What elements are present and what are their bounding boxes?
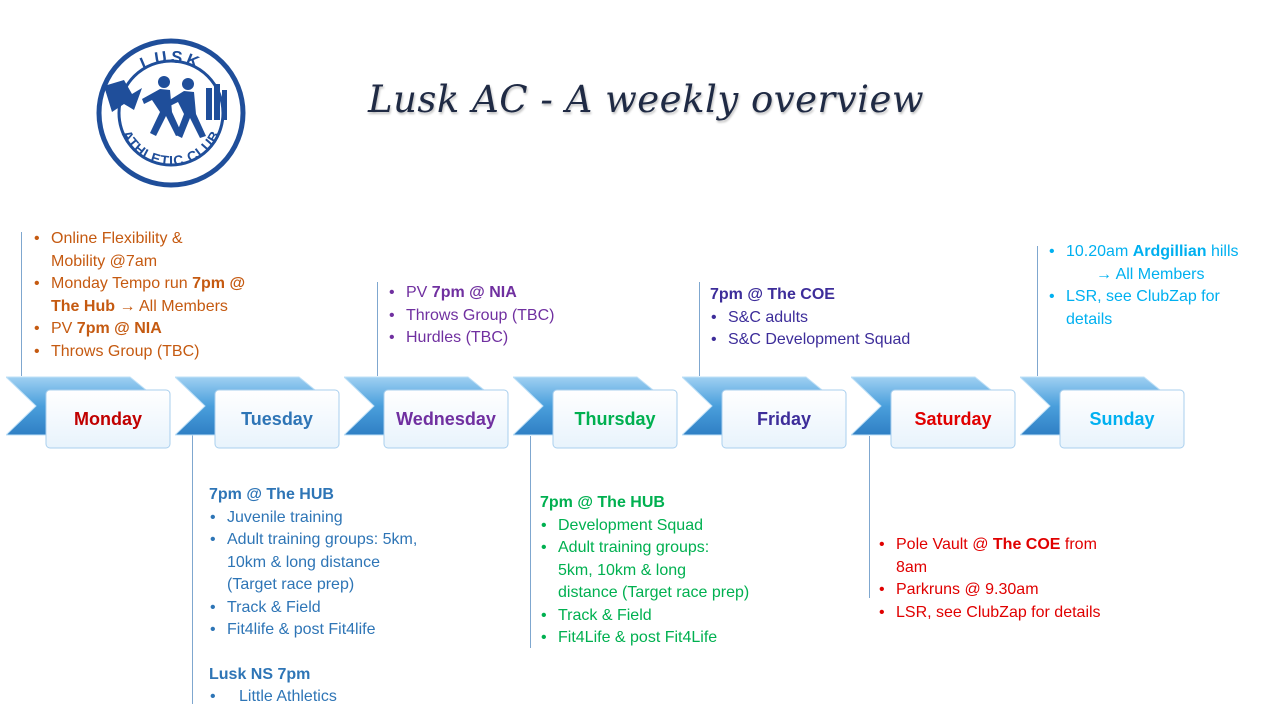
list-item: S&C adults — [710, 307, 940, 330]
day-thursday: Thursday — [513, 376, 685, 450]
list-item: Pole Vault @ The COE from 8am — [878, 534, 1128, 579]
list-item: Online Flexibility &Mobility @7am — [33, 228, 273, 273]
connector-thursday — [530, 436, 531, 648]
saturday-schedule: Pole Vault @ The COE from 8am Parkruns @… — [878, 534, 1128, 624]
friday-heading: 7pm @ The COE — [710, 286, 835, 303]
list-item: S&C Development Squad — [710, 329, 940, 352]
day-saturday: Saturday — [851, 376, 1023, 450]
day-label-wednesday: Wednesday — [396, 409, 496, 429]
day-label-saturday: Saturday — [914, 409, 992, 429]
tuesday-heading-2: Lusk NS 7pm — [209, 665, 311, 683]
list-item: PV 7pm @ NIA — [388, 282, 608, 305]
list-item: Adult training groups: 5km,10km & long d… — [209, 529, 459, 597]
day-label-friday: Friday — [756, 409, 812, 429]
club-crest-icon: LUSK ATHLETIC CLUB — [96, 38, 246, 188]
list-item: Fit4Life & post Fit4Life — [540, 627, 790, 650]
tuesday-heading: 7pm @ The HUB — [209, 486, 334, 503]
connector-tuesday — [192, 432, 193, 704]
club-logo: LUSK ATHLETIC CLUB — [94, 38, 248, 188]
connector-monday — [21, 232, 22, 376]
connector-sunday — [1037, 246, 1038, 376]
day-label-thursday: Thursday — [574, 409, 656, 429]
thursday-heading: 7pm @ The HUB — [540, 494, 665, 511]
chevron-arrow-icon — [1020, 376, 1185, 449]
chevron-arrow-icon — [344, 376, 509, 449]
day-sunday: Sunday — [1020, 376, 1192, 450]
page-title: Lusk AC - A weekly overview — [368, 78, 925, 121]
list-item: PV 7pm @ NIA — [33, 318, 273, 341]
chevron-arrow-icon — [175, 376, 340, 449]
list-item: Fit4life & post Fit4life — [209, 619, 459, 642]
list-item: Parkruns @ 9.30am — [878, 579, 1128, 602]
list-item: Throws Group (TBC) — [388, 305, 608, 328]
day-friday: Friday — [682, 376, 854, 450]
friday-schedule: 7pm @ The COE S&C adults S&C Development… — [710, 284, 940, 352]
list-item: 10.20am Ardgillian hills→ All Members — [1048, 241, 1273, 286]
tuesday-schedule: 7pm @ The HUB Juvenile training Adult tr… — [209, 484, 459, 709]
day-label-tuesday: Tuesday — [241, 409, 313, 429]
chevron-arrow-icon — [682, 376, 847, 449]
connector-saturday — [869, 436, 870, 598]
list-item: Track & Field — [540, 605, 790, 628]
list-item: LSR, see ClubZap for details — [878, 602, 1128, 625]
chevron-arrow-icon — [513, 376, 678, 449]
day-monday: Monday — [6, 376, 178, 450]
chevron-arrow-icon — [6, 376, 171, 449]
list-item: Little Athletics — [209, 686, 459, 709]
day-tuesday: Tuesday — [175, 376, 347, 450]
chevron-arrow-icon — [851, 376, 1016, 449]
list-item: Adult training groups:5km, 10km & longdi… — [540, 537, 790, 605]
day-label-sunday: Sunday — [1089, 409, 1155, 429]
list-item: Monday Tempo run 7pm @The Hub → All Memb… — [33, 273, 273, 318]
connector-friday — [699, 282, 700, 376]
connector-wednesday — [377, 282, 378, 376]
monday-schedule: Online Flexibility &Mobility @7am Monday… — [33, 228, 273, 363]
wednesday-schedule: PV 7pm @ NIA Throws Group (TBC) Hurdles … — [388, 282, 608, 350]
thursday-schedule: 7pm @ The HUB Development Squad Adult tr… — [540, 492, 790, 650]
list-item: Track & Field — [209, 597, 459, 620]
list-item: Hurdles (TBC) — [388, 327, 608, 350]
list-item: Throws Group (TBC) — [33, 341, 273, 364]
day-label-monday: Monday — [73, 409, 142, 429]
sunday-schedule: 10.20am Ardgillian hills→ All Members LS… — [1048, 241, 1273, 331]
list-item: Juvenile training — [209, 507, 459, 530]
list-item: Development Squad — [540, 515, 790, 538]
day-wednesday: Wednesday — [344, 376, 516, 450]
